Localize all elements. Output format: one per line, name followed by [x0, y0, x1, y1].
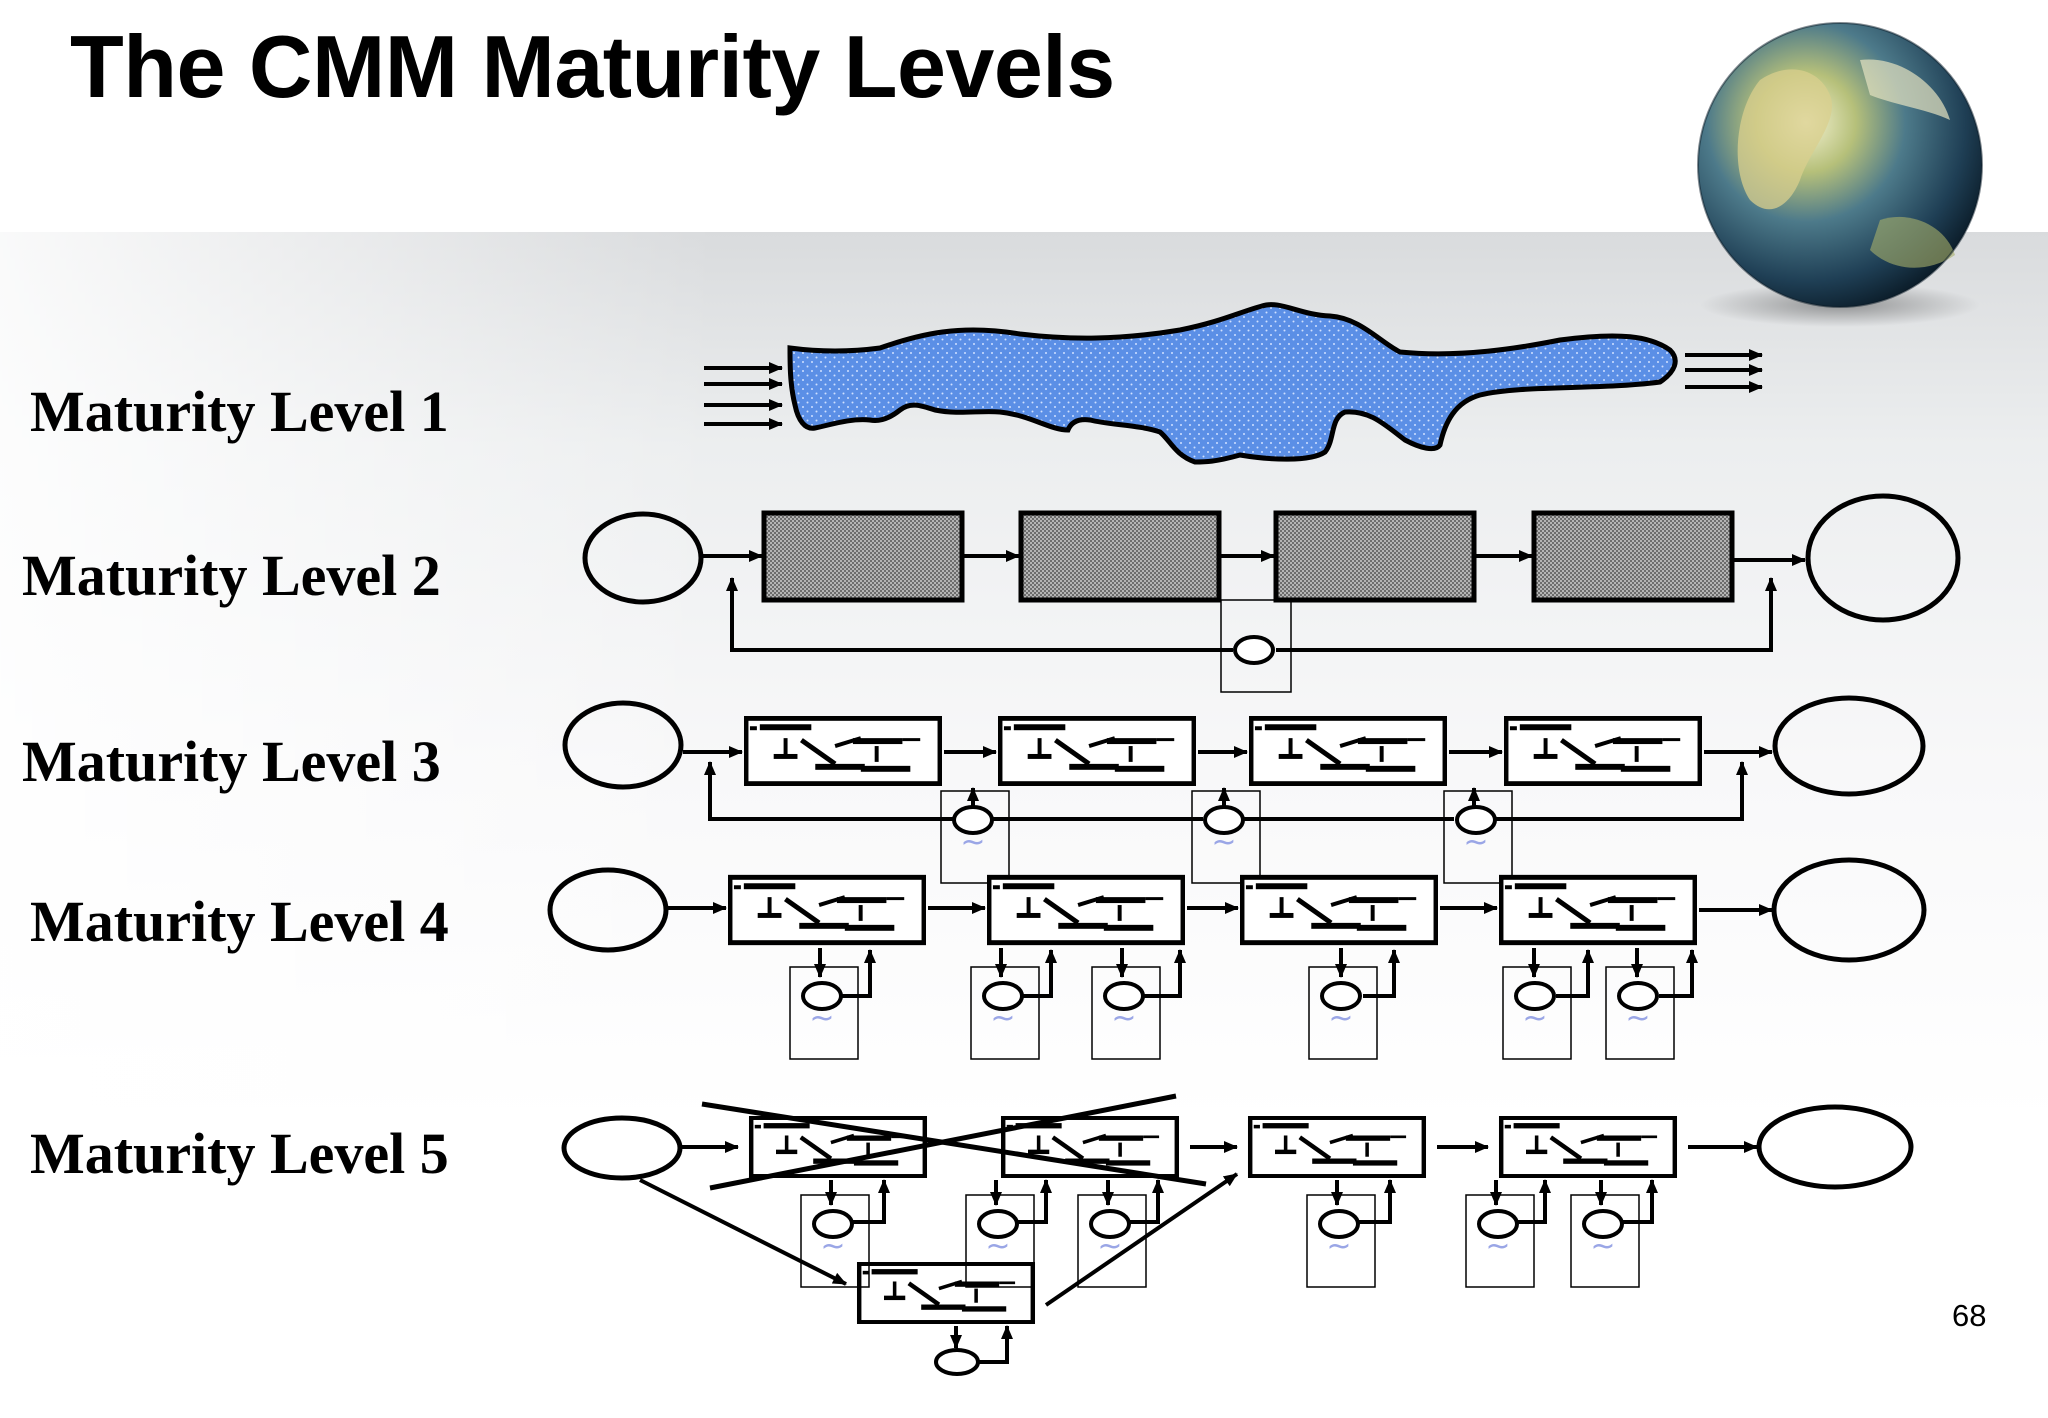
- level-5-output-ellipse: [1756, 1104, 1914, 1190]
- globe-icon: [1697, 22, 1983, 327]
- level-5-input-ellipse: [561, 1115, 683, 1181]
- level-5-label: Maturity Level 5: [30, 1121, 449, 1186]
- level-2-input-ellipse: [582, 511, 704, 605]
- slide-background: [0, 232, 2048, 1418]
- level-2-box-3: [1273, 510, 1477, 603]
- level-2-box-4: [1531, 510, 1735, 603]
- page-number: 68: [1952, 1298, 1987, 1333]
- level-2-box-2: [1018, 510, 1222, 603]
- level-4-output-ellipse: [1771, 857, 1927, 963]
- level-2-output-ellipse: [1805, 493, 1961, 623]
- level-2-process-row: [582, 493, 1961, 693]
- level-4-input-ellipse: [547, 867, 669, 953]
- level-3-label: Maturity Level 3: [22, 729, 441, 794]
- level-3-input-ellipse: [562, 700, 684, 790]
- level-2-label: Maturity Level 2: [22, 543, 441, 608]
- level-4-label: Maturity Level 4: [30, 889, 449, 954]
- level-3-output-ellipse: [1772, 695, 1926, 797]
- level-3-process-row: [562, 695, 1926, 884]
- slide-title: The CMM Maturity Levels: [70, 17, 1115, 116]
- level-1-process-blob: [704, 302, 1763, 465]
- level-1-label: Maturity Level 1: [30, 379, 449, 444]
- level-2-box-1: [761, 510, 965, 603]
- level-4-process-row: [547, 857, 1927, 1060]
- level-5-process-row: [561, 1093, 1914, 1376]
